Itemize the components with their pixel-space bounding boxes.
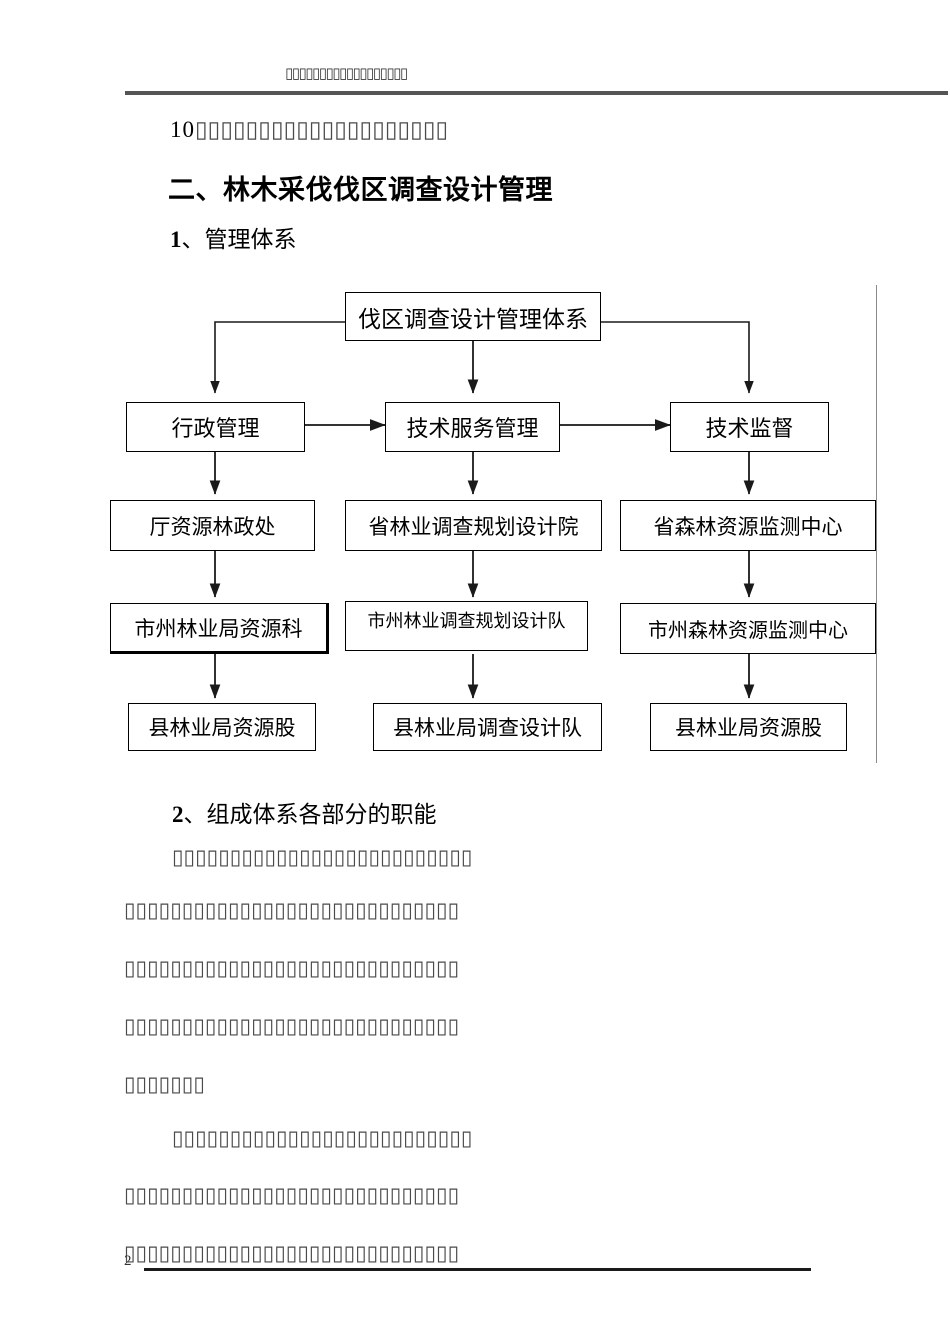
footer-divider-rule [144,1268,811,1271]
paragraph-line: ▯▯▯▯▯▯▯▯▯▯▯▯▯▯▯▯▯▯▯▯▯▯▯▯▯▯▯▯▯ [124,1183,460,1207]
diagram-node-county-forestry-resource-unit-left-label: 县林业局资源股 [148,716,296,740]
running-header-text: ▯▯▯▯▯▯▯▯▯▯▯▯▯▯▯▯▯▯ [285,64,408,82]
diagram-node-county-forestry-resource-unit-right-label: 县林业局资源股 [675,716,822,740]
paragraph-line: ▯▯▯▯▯▯▯▯▯▯▯▯▯▯▯▯▯▯▯▯▯▯▯▯▯▯▯▯▯ [124,898,460,922]
diagram-node-provincial-survey-planning-institute-label: 省林业调查规划设计院 [368,514,579,539]
section-1-number: 1 [170,227,182,252]
diagram-node-provincial-survey-planning-institute: 省林业调查规划设计院 [345,500,602,551]
section-1-title: 、管理体系 [181,227,297,253]
paragraph-line: ▯▯▯▯▯▯▯▯▯▯▯▯▯▯▯▯▯▯▯▯▯▯▯▯▯▯ [172,1126,473,1150]
diagram-node-admin-management: 行政管理 [126,402,305,452]
diagram-node-admin-management-label: 行政管理 [171,417,260,442]
diagram-node-technical-service-management-label: 技术服务管理 [406,417,539,442]
section-heading-2: 2、组成体系各部分的职能 [172,795,437,829]
diagram-node-municipal-survey-planning-team: 市州林业调查规划设计队 [345,601,588,651]
diagram-node-title-label: 伐区调查设计管理体系 [358,306,588,333]
diagram-node-municipal-forestry-resource-section-label: 市州林业局资源科 [134,616,303,641]
list-item-10-number: 10 [170,117,195,142]
diagram-node-municipal-survey-planning-team-label: 市州林业调查规划设计队 [367,611,566,632]
diagram-node-municipal-forest-resource-monitoring-center: 市州森林资源监测中心 [620,603,876,654]
diagram-node-title: 伐区调查设计管理体系 [345,292,601,341]
section-2-title: 、组成体系各部分的职能 [183,802,437,828]
header-divider-rule [125,91,948,95]
list-item-10: 10▯▯▯▯▯▯▯▯▯▯▯▯▯▯▯▯▯▯▯▯ [170,117,448,143]
page-title: 二、林木采伐伐区调查设计管理 [168,175,553,206]
section-heading-1: 1、管理体系 [170,220,297,254]
diagram-node-technical-service-management: 技术服务管理 [385,402,560,452]
diagram-node-municipal-forest-resource-monitoring-center-label: 市州森林资源监测中心 [648,618,848,642]
section-2-number: 2 [172,802,184,827]
paragraph-line: ▯▯▯▯▯▯▯▯▯▯▯▯▯▯▯▯▯▯▯▯▯▯▯▯▯▯ [172,845,473,869]
paragraph-line: ▯▯▯▯▯▯▯▯▯▯▯▯▯▯▯▯▯▯▯▯▯▯▯▯▯▯▯▯▯ [124,956,460,980]
diagram-node-county-survey-design-team-label: 县林业局调查设计队 [393,716,582,740]
diagram-node-county-forestry-resource-unit-right: 县林业局资源股 [650,703,847,751]
paragraph-line: ▯▯▯▯▯▯▯▯▯▯▯▯▯▯▯▯▯▯▯▯▯▯▯▯▯▯▯▯▯ [124,1241,460,1265]
diagram-node-municipal-forestry-resource-section: 市州林业局资源科 [110,603,329,654]
paragraph-line: ▯▯▯▯▯▯▯▯▯▯▯▯▯▯▯▯▯▯▯▯▯▯▯▯▯▯▯▯▯ [124,1014,460,1038]
diagram-node-county-survey-design-team: 县林业局调查设计队 [373,703,602,751]
diagram-node-county-forestry-resource-unit-left: 县林业局资源股 [128,703,316,751]
list-item-10-text: ▯▯▯▯▯▯▯▯▯▯▯▯▯▯▯▯▯▯▯▯ [195,117,449,143]
diagram-node-provincial-resource-forestry-dept-label: 厅资源林政处 [149,514,276,539]
diagram-node-provincial-resource-forestry-dept: 厅资源林政处 [110,500,315,551]
diagram-node-provincial-forest-resource-monitoring-center: 省森林资源监测中心 [620,500,876,551]
page-number: 2 [124,1253,132,1269]
paragraph-line: ▯▯▯▯▯▯▯ [124,1072,205,1096]
diagram-node-technical-supervision: 技术监督 [670,402,829,452]
diagram-frame-right-edge [876,285,877,763]
diagram-node-provincial-forest-resource-monitoring-center-label: 省森林资源监测中心 [653,514,843,539]
diagram-node-technical-supervision-label: 技术监督 [705,417,794,442]
